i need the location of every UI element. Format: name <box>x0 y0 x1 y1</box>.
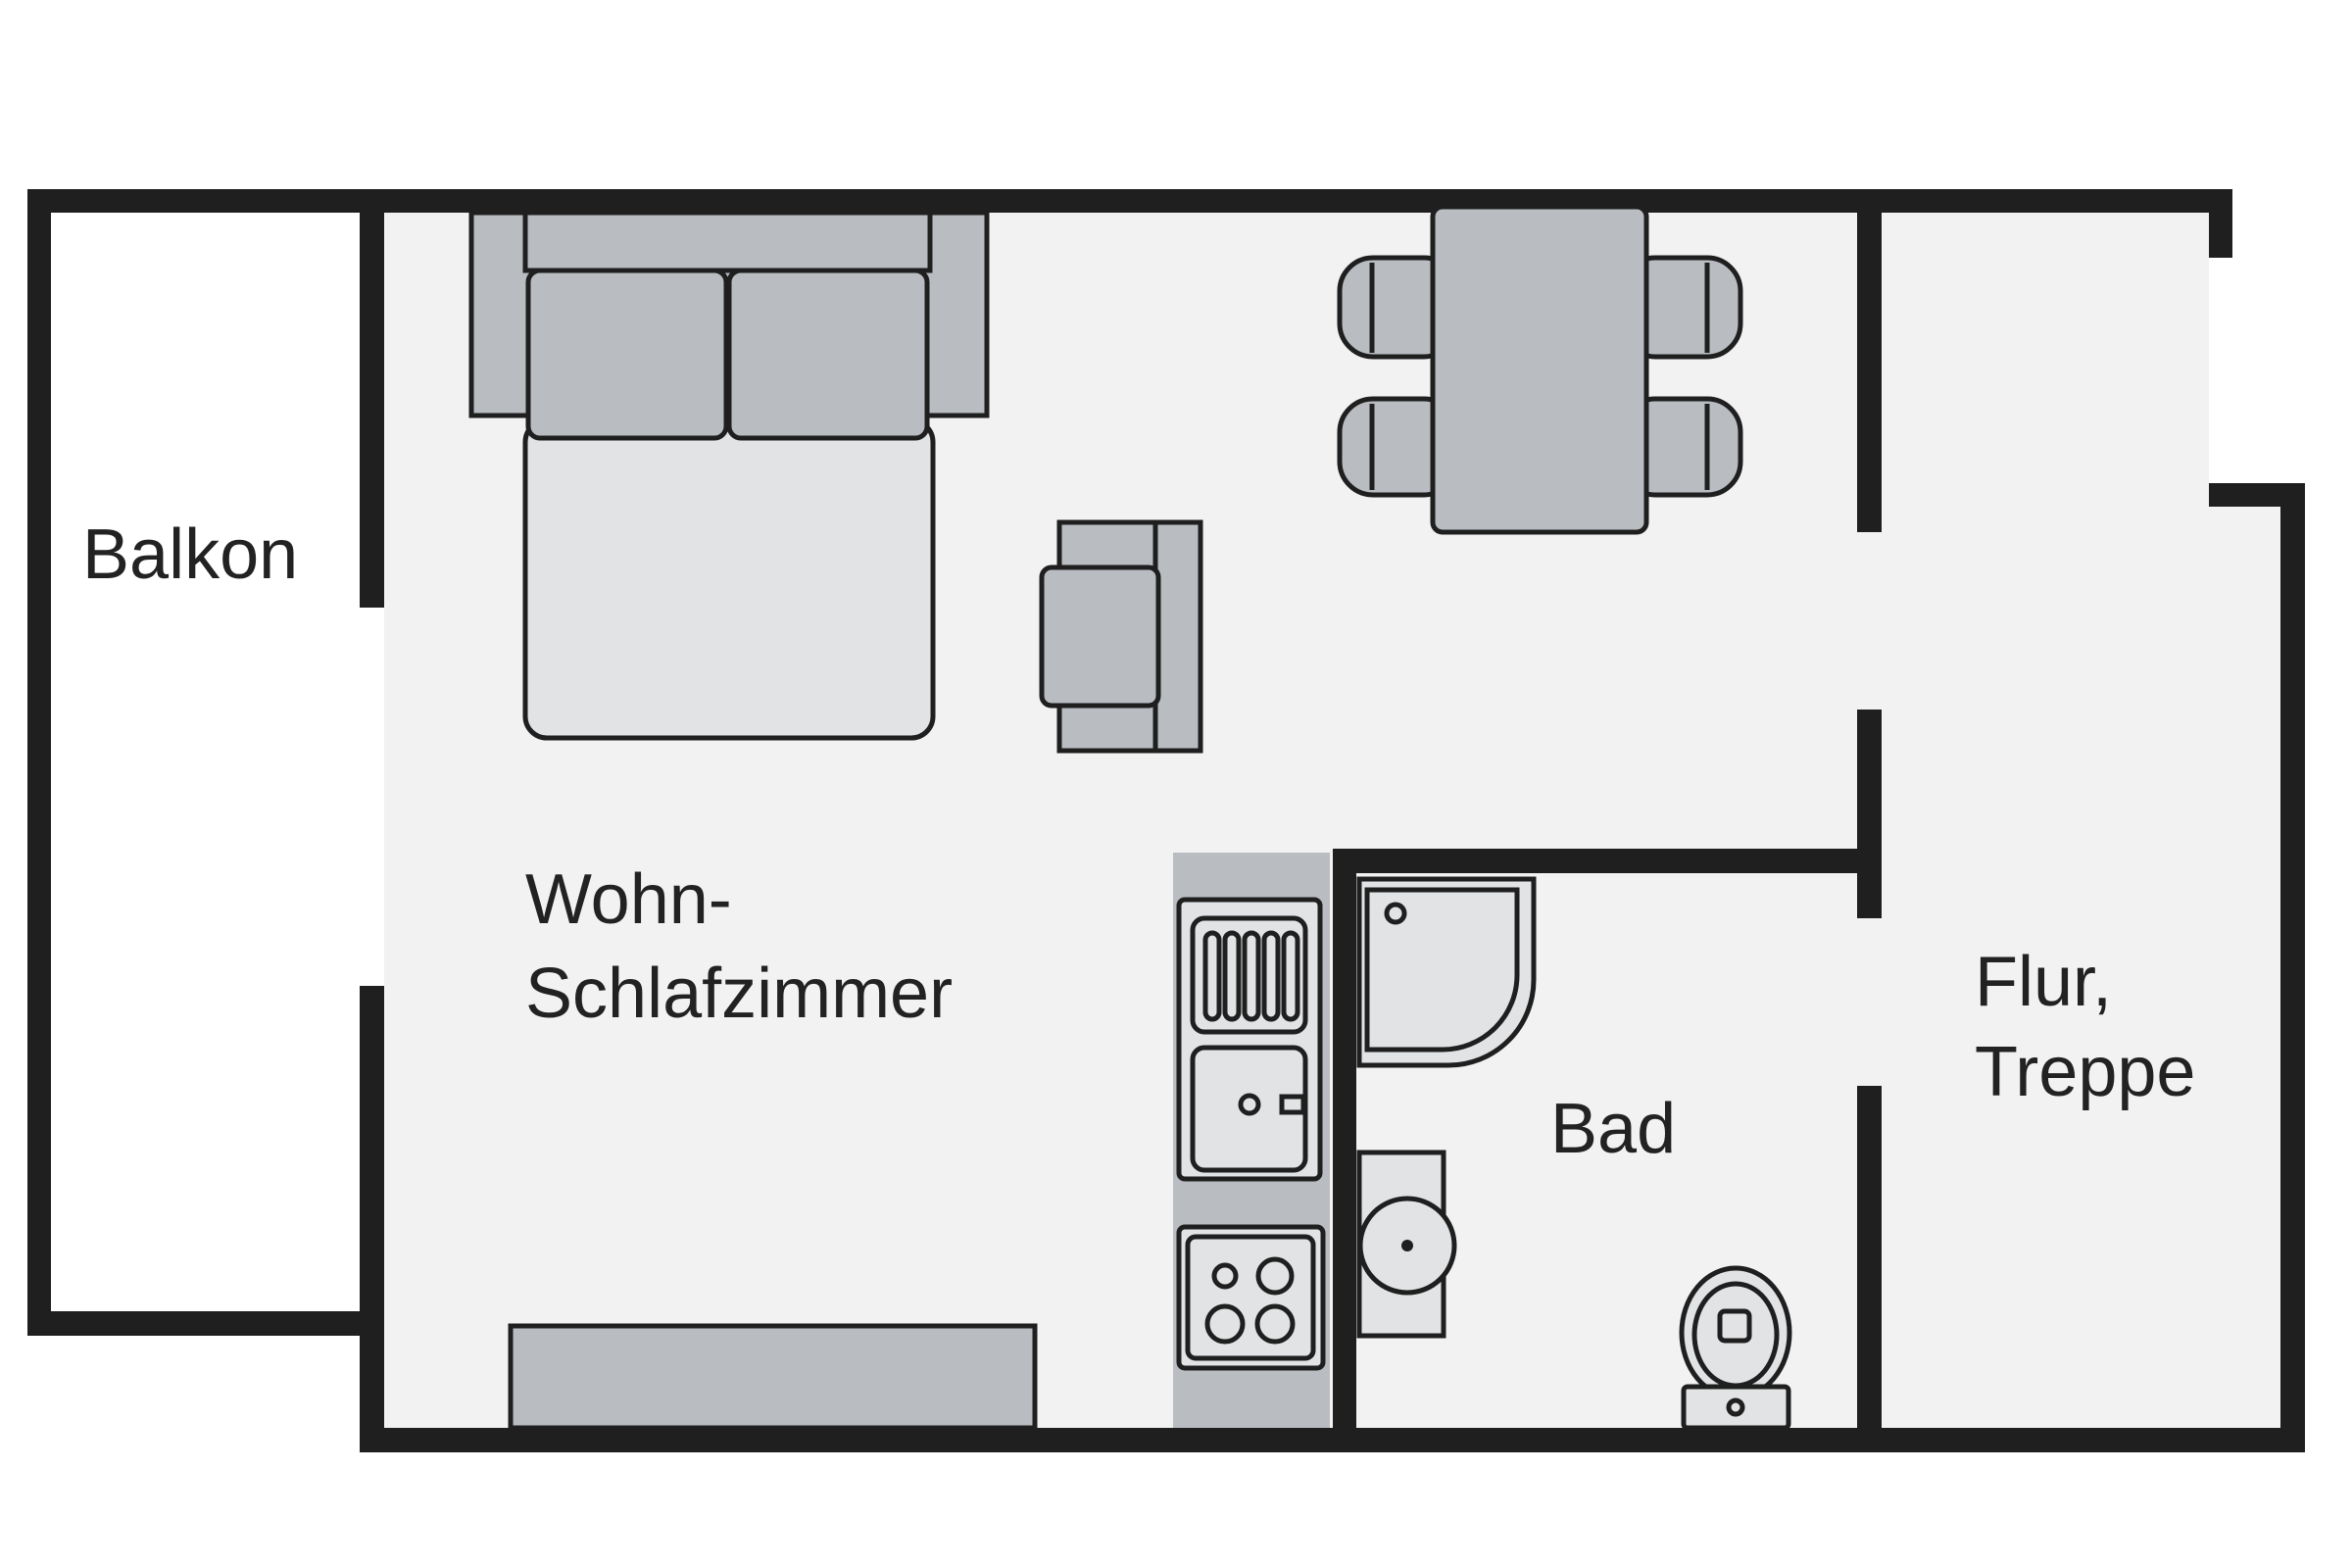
armchair <box>1039 519 1203 754</box>
toilet-tank <box>1681 1384 1791 1431</box>
room-label-hall-1: Flur, <box>1975 943 2112 1021</box>
sink-drain <box>1238 1093 1261 1116</box>
dining-set <box>1337 204 1743 535</box>
bed-pillow <box>525 268 729 441</box>
shower-tray <box>1356 876 1537 1068</box>
hall-floor <box>2209 483 2280 1428</box>
room-label-living-2: Schlafzimmer <box>525 955 953 1033</box>
wall-right <box>2280 483 2305 1452</box>
bed-headboard <box>522 210 933 273</box>
room-label-bath: Bad <box>1550 1090 1676 1168</box>
bath-wall-top <box>1333 849 1882 873</box>
room-label-hall-2: Treppe <box>1975 1033 2195 1111</box>
shower-drain <box>1384 902 1407 925</box>
bed-pillow <box>726 268 930 441</box>
walls <box>27 189 2305 1452</box>
hall-partition-upper <box>1857 189 1882 532</box>
toilet-bowl <box>1679 1265 1792 1400</box>
balcony-floor <box>51 213 360 1311</box>
hotplate <box>1254 1303 1296 1345</box>
wall-top <box>27 189 2232 213</box>
kitchenette <box>1173 853 1330 1428</box>
balcony-wall-left <box>27 189 51 1336</box>
stove <box>1176 1224 1326 1371</box>
hall-partition-middle <box>1857 710 1882 918</box>
sink-tap <box>1279 1094 1306 1115</box>
wall-bottom <box>360 1428 2305 1452</box>
balcony-partition-lower <box>360 986 384 1452</box>
armchair-seat <box>1039 564 1161 709</box>
armchair-back <box>1152 519 1203 754</box>
bath-wall-left <box>1333 849 1356 1452</box>
bed <box>468 210 990 741</box>
room-label-balcony: Balkon <box>82 515 298 594</box>
hotplate <box>1211 1262 1239 1290</box>
drainer-ribs <box>1202 930 1300 1022</box>
room-label-living-1: Wohn- <box>525 860 732 939</box>
hall-partition-lower <box>1857 1086 1882 1452</box>
bathroom-fixtures <box>1356 876 1792 1431</box>
sideboard <box>508 1323 1038 1431</box>
balcony-wall-bottom <box>27 1311 382 1336</box>
hotplate <box>1204 1303 1246 1345</box>
bed-mattress <box>522 417 936 741</box>
wall-right-stub <box>2209 189 2232 258</box>
dining-table <box>1430 204 1649 535</box>
balcony-partition-upper <box>360 189 384 608</box>
hotplate <box>1255 1256 1295 1296</box>
